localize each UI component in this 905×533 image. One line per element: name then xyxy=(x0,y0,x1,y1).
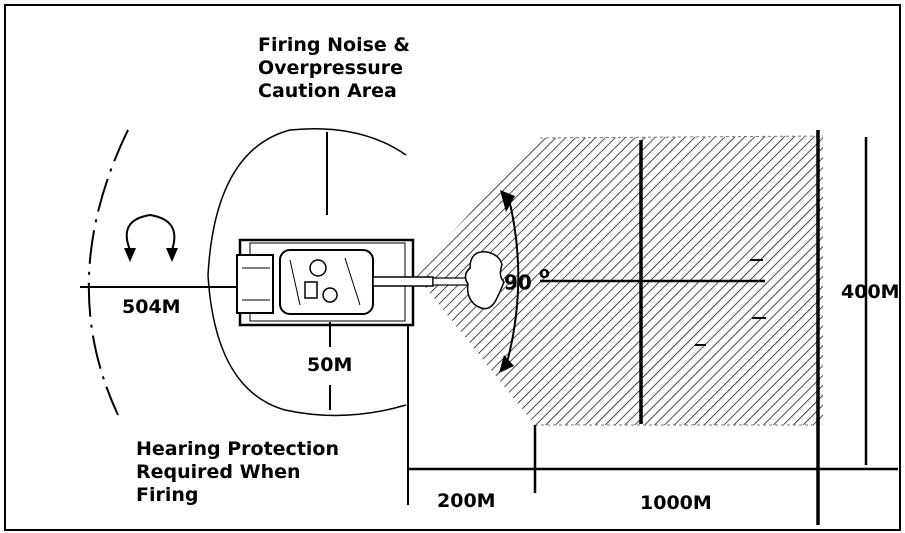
degree-mark: o xyxy=(538,263,550,282)
tank-icon xyxy=(236,238,484,327)
caution-area-label: Firing Noise & Overpressure Caution Area xyxy=(258,34,410,103)
caution-circle xyxy=(207,128,407,417)
angle-arc xyxy=(504,194,520,371)
hearing-protection-label: Hearing Protection Required When Firing xyxy=(136,438,339,507)
distance-1000-label: 1000M xyxy=(640,492,712,514)
rotation-symbol xyxy=(125,213,176,251)
muzzle-blast-cloud xyxy=(464,251,505,310)
rotation-arrow-left xyxy=(124,248,136,262)
angle-90-label: 90 o xyxy=(504,263,550,295)
angle-arrow-bottom xyxy=(499,355,514,373)
angle-arrow-top xyxy=(500,190,515,212)
distance-504-label: 504M xyxy=(122,296,181,318)
rotation-arrow-right xyxy=(166,248,178,262)
hatch-top-edge xyxy=(539,135,824,139)
distance-200-label: 200M xyxy=(437,490,496,512)
angle-value: 90 xyxy=(504,270,532,295)
diagram-border xyxy=(4,4,901,531)
outer-noise-arc xyxy=(87,129,129,416)
distance-50-label: 50M xyxy=(307,354,353,376)
distance-400-label: 400M xyxy=(841,281,900,303)
